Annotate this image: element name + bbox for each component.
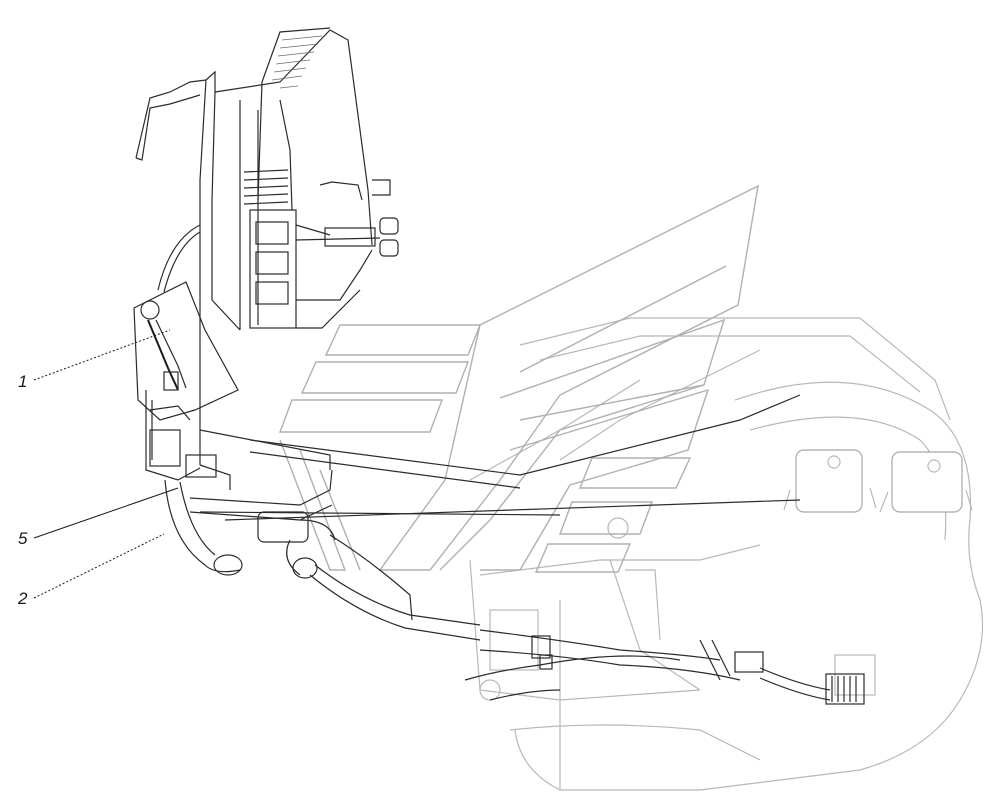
callout-label-2: 2 (17, 589, 28, 608)
cab-structure (133, 27, 865, 705)
vehicle-frame-ghost (469, 317, 984, 791)
callout-label-1: 1 (18, 372, 27, 391)
callout-5: 5 (18, 487, 179, 548)
callout-2: 2 (17, 533, 165, 608)
cover-hatching (271, 35, 323, 89)
cylinder (257, 511, 309, 543)
bellows (243, 169, 289, 205)
mount-left (795, 449, 863, 513)
mount-right (891, 451, 963, 513)
latch-block (249, 209, 297, 329)
callout-1: 1 (18, 329, 171, 391)
connector-coil (825, 673, 865, 705)
watermark-logo (278, 184, 759, 573)
callout-label-5: 5 (18, 529, 28, 548)
bracket-plate (133, 281, 239, 421)
